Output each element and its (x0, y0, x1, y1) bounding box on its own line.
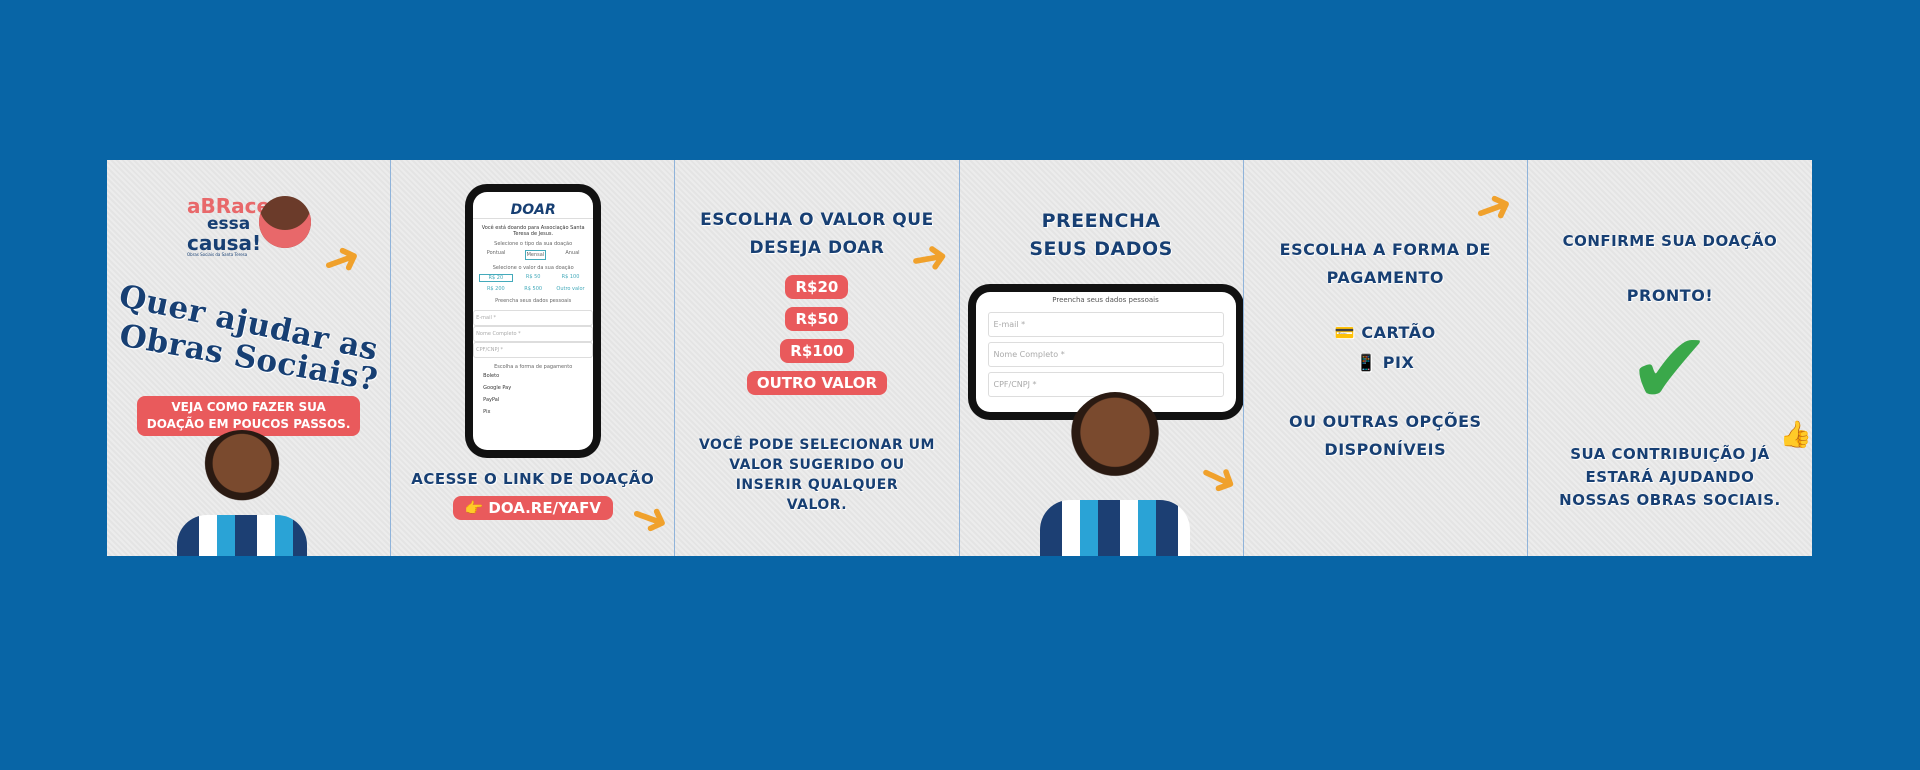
value-option-50[interactable]: R$50 (785, 307, 849, 331)
email-field[interactable]: E-mail * (473, 310, 594, 326)
value-option[interactable]: R$ 100 (561, 274, 580, 280)
value-option-100[interactable]: R$100 (780, 339, 854, 363)
value-option[interactable]: R$ 50 (525, 274, 541, 280)
value-option-other[interactable]: OUTRO VALOR (746, 371, 888, 395)
pointing-hand-icon: 👉 (464, 499, 489, 517)
subtitle-badge: VEJA COMO FAZER SUA DOAÇÃO EM POUCOS PAS… (136, 396, 361, 436)
arrow-icon: ➜ (1189, 444, 1244, 510)
type-option[interactable]: Mensal (524, 250, 547, 260)
logo-heart-icon (259, 196, 311, 248)
credit-card-icon: 💳 (1334, 323, 1356, 342)
mobile-phone-icon: 📱 (1356, 353, 1377, 372)
arrow-icon: ➜ (905, 227, 954, 287)
email-field[interactable]: E-mail * (987, 312, 1224, 337)
phone-mockup: DOAR Você está doando para Associação Sa… (465, 184, 602, 458)
type-option[interactable]: Anual (565, 250, 580, 256)
panel-payment: ESCOLHA A FORMA DE PAGAMENTO 💳 CARTÃO 📱 … (1243, 160, 1528, 556)
cpf-field[interactable]: CPF/CNPJ * (473, 342, 594, 358)
type-option[interactable]: Pontual (486, 250, 506, 256)
logo: aBRace essa causa! Obras Sociais da Sant… (187, 196, 317, 257)
panel-fill-data: PREENCHA SEUS DADOS Preencha seus dados … (959, 160, 1244, 556)
payment-method[interactable]: Pix (483, 409, 491, 415)
value-option-20[interactable]: R$20 (785, 275, 849, 299)
arrow-icon: ➜ (1465, 175, 1521, 239)
panel-intro: aBRace essa causa! Obras Sociais da Sant… (107, 160, 392, 556)
donation-steps-banner: aBRace essa causa! Obras Sociais da Sant… (107, 160, 1813, 556)
value-option[interactable]: R$ 200 (486, 286, 505, 292)
payment-method[interactable]: Boleto (483, 373, 500, 379)
panel-confirm: CONFIRME SUA DOAÇÃO PRONTO! ✔ SUA CONTRI… (1527, 160, 1813, 556)
value-option[interactable]: R$ 500 (524, 286, 543, 292)
arrow-icon: ➜ (313, 227, 369, 291)
name-field[interactable]: Nome Completo * (473, 326, 594, 342)
child-photo (197, 430, 287, 525)
check-mark-icon: ✔ (1627, 310, 1713, 427)
child-photo-shirt (1039, 500, 1190, 556)
panel-choose-value: ESCOLHA O VALOR QUE DESEJA DOAR R$20 R$5… (675, 160, 960, 556)
name-field[interactable]: Nome Completo * (987, 342, 1224, 367)
value-option[interactable]: Outro valor (556, 286, 585, 292)
arrow-icon: ➜ (623, 485, 676, 549)
payment-method[interactable]: PayPal (483, 397, 500, 403)
payment-method[interactable]: Google Pay (483, 385, 512, 391)
panel-access-link: DOAR Você está doando para Associação Sa… (391, 160, 676, 556)
thumbs-up-icon: 👍 (1779, 420, 1813, 450)
child-photo (1064, 392, 1165, 507)
donation-link[interactable]: 👉 DOA.RE/YAFV (452, 496, 613, 520)
value-option[interactable]: R$ 20 (479, 274, 513, 282)
